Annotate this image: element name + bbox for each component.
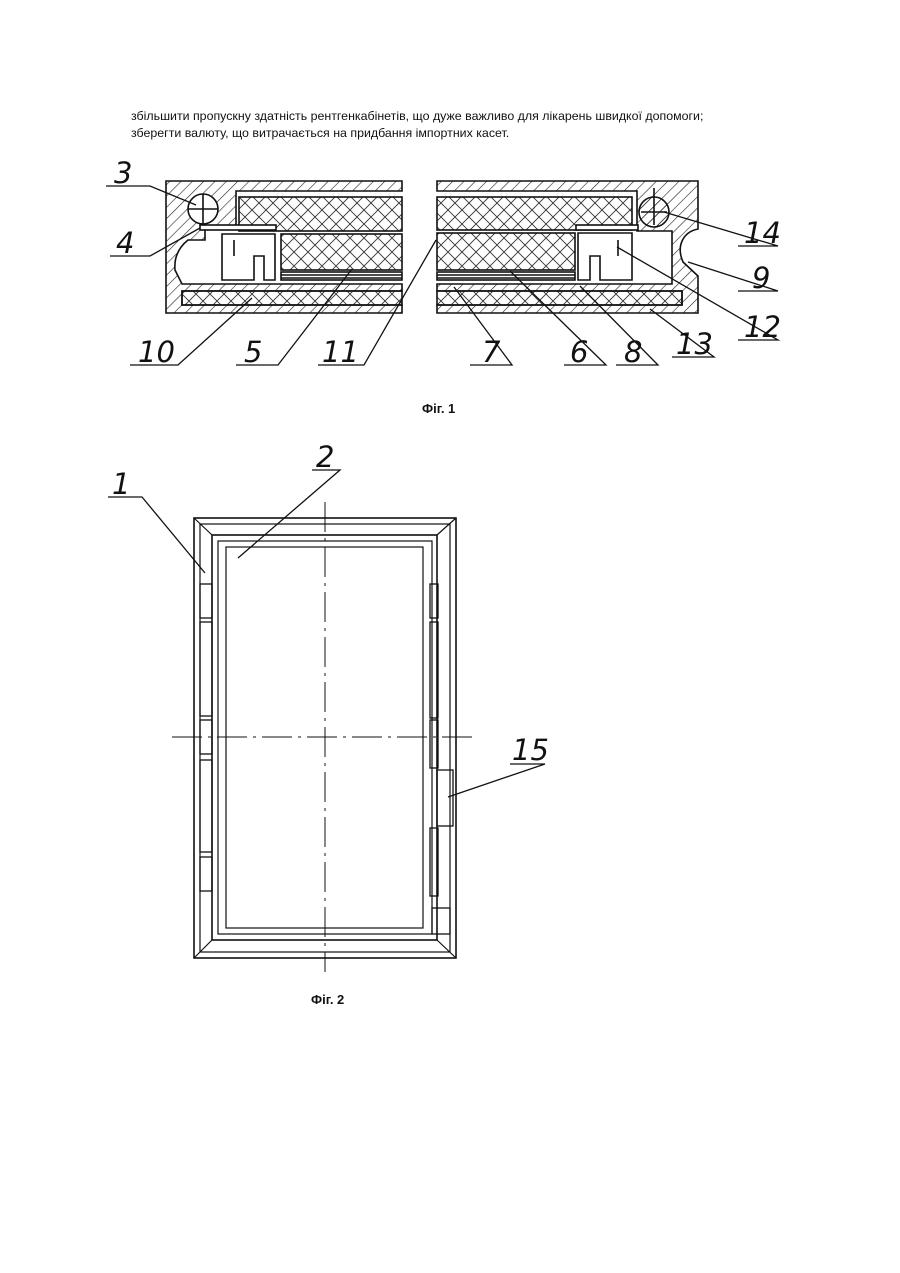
fig1-label-6: 6 [570,335,588,369]
figure-2-drawing: 1 2 15 [108,440,549,972]
fig2-leader-lines [108,470,545,797]
fig1-left-section [166,181,402,313]
figure-1-caption: Фіг. 1 [422,401,455,416]
fig1-right-section [437,181,698,313]
fig1-label-8: 8 [624,335,642,369]
fig1-label-9: 9 [752,261,770,295]
fig1-label-13: 13 [676,327,713,361]
fig2-label-15: 15 [512,733,549,767]
fig1-label-12: 12 [744,310,781,344]
fig2-label-1: 1 [112,467,130,501]
fig1-label-5: 5 [244,335,262,369]
fig1-label-10: 10 [138,335,175,369]
fig1-label-7: 7 [482,335,501,369]
fig1-label-3: 3 [114,156,132,190]
figure-2-caption: Фіг. 2 [311,992,344,1007]
fig2-reference-numerals: 1 2 15 [112,440,549,767]
fig1-label-4: 4 [116,226,134,260]
fig1-label-14: 14 [744,216,781,250]
fig2-label-2: 2 [316,440,334,474]
figure-1-drawing: 3 4 10 5 11 7 6 8 13 12 9 14 [106,156,781,369]
fig1-label-11: 11 [322,335,359,369]
